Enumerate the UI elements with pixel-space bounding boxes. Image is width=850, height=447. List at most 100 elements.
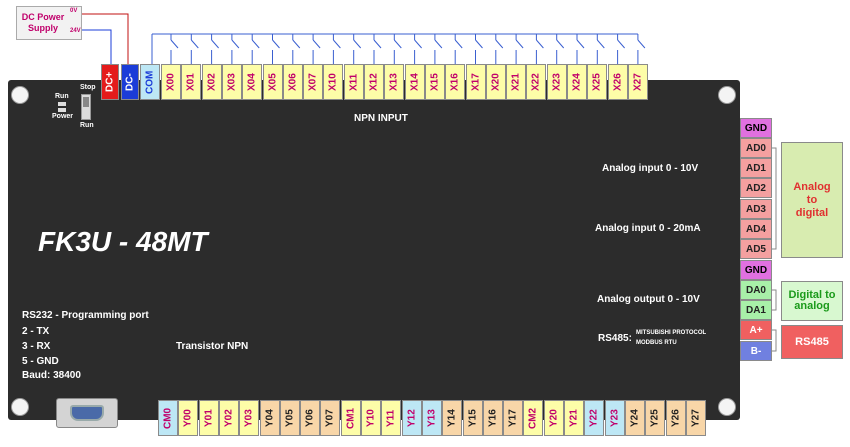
output-terminal-y26[interactable]: Y26 <box>665 400 686 436</box>
rs232-line: 3 - RX <box>22 341 51 352</box>
output-terminal-y00[interactable]: Y00 <box>178 400 199 436</box>
input-terminal-x16[interactable]: X16 <box>445 64 466 100</box>
input-terminal-x12[interactable]: X12 <box>364 64 384 100</box>
input-terminal-x26[interactable]: X26 <box>607 64 628 100</box>
terminal-ad1[interactable]: AD1 <box>740 158 772 178</box>
input-terminal-x03[interactable]: X03 <box>221 64 242 100</box>
output-terminal-y17[interactable]: Y17 <box>503 400 524 436</box>
output-terminal-y01[interactable]: Y01 <box>198 400 219 436</box>
output-terminal-y12[interactable]: Y12 <box>401 400 422 436</box>
input-terminal-x05[interactable]: X05 <box>262 64 283 100</box>
power-led <box>58 108 66 112</box>
input-terminal-x10[interactable]: X10 <box>323 64 344 100</box>
terminal-a-plus[interactable]: A+ <box>740 320 772 340</box>
input-terminal-x27[interactable]: X27 <box>627 64 648 100</box>
input-switch-blade <box>272 39 280 49</box>
terminal-dc-plus[interactable]: DC+ <box>101 64 119 100</box>
terminal-ad5[interactable]: AD5 <box>740 239 772 259</box>
input-switch-blade <box>211 39 219 49</box>
output-terminal-y22[interactable]: Y22 <box>584 400 605 436</box>
output-terminal-y11[interactable]: Y11 <box>381 400 402 436</box>
output-terminal-y07[interactable]: Y07 <box>320 400 341 436</box>
output-terminal-y24[interactable]: Y24 <box>624 400 645 436</box>
db9-port <box>70 405 104 421</box>
input-terminal-x00[interactable]: X00 <box>161 64 181 100</box>
model-title: FK3U - 48MT <box>38 226 208 257</box>
output-terminal-y06[interactable]: Y06 <box>300 400 321 436</box>
terminal-da0[interactable]: DA0 <box>740 280 772 300</box>
terminal-gnd[interactable]: GND <box>740 118 772 138</box>
input-terminal-x14[interactable]: X14 <box>404 64 425 100</box>
input-terminal-x22[interactable]: X22 <box>526 64 547 100</box>
terminal-ad2[interactable]: AD2 <box>740 178 772 198</box>
input-terminal-x01[interactable]: X01 <box>181 64 202 100</box>
db9-connector[interactable] <box>56 398 118 428</box>
terminal-da1[interactable]: DA1 <box>740 300 772 320</box>
output-terminal-y27[interactable]: Y27 <box>685 400 706 436</box>
output-terminal-y02[interactable]: Y02 <box>218 400 239 436</box>
output-terminal-y03[interactable]: Y03 <box>239 400 260 436</box>
input-terminal-x21[interactable]: X21 <box>506 64 527 100</box>
rs485-label: RS485: <box>598 333 632 344</box>
output-terminal-y04[interactable]: Y04 <box>259 400 280 436</box>
input-terminal-x04[interactable]: X04 <box>242 64 263 100</box>
transistor-npn-label: Transistor NPN <box>176 341 249 352</box>
terminal-ad3[interactable]: AD3 <box>740 199 772 219</box>
input-terminal-x20[interactable]: X20 <box>485 64 506 100</box>
output-terminal-y21[interactable]: Y21 <box>564 400 584 436</box>
output-terminal-y20[interactable]: Y20 <box>543 400 564 436</box>
output-terminal-y10[interactable]: Y10 <box>361 400 381 436</box>
input-switch-blade <box>617 39 625 49</box>
output-terminal-y13[interactable]: Y13 <box>421 400 442 436</box>
terminal-dc-minus[interactable]: DC- <box>121 64 139 100</box>
adc-box: Analog to digital <box>781 142 843 258</box>
input-terminal-x07[interactable]: X07 <box>303 64 324 100</box>
input-switch-blade <box>190 39 199 49</box>
output-terminal-cm0[interactable]: CM0 <box>158 400 178 436</box>
input-terminal-x02[interactable]: X02 <box>201 64 222 100</box>
status-run-label: Run <box>55 93 69 100</box>
switch-run-label: Run <box>80 122 94 129</box>
rs485-box: RS485 <box>781 325 843 359</box>
input-switch-blade <box>475 39 483 49</box>
input-terminal-x13[interactable]: X13 <box>384 64 405 100</box>
input-terminal-x25[interactable]: X25 <box>587 64 608 100</box>
input-switch-blade <box>333 39 341 49</box>
input-terminal-x06[interactable]: X06 <box>282 64 303 100</box>
terminal-com[interactable]: COM <box>140 64 160 100</box>
input-switch-blade <box>454 39 463 49</box>
output-terminal-y15[interactable]: Y15 <box>462 400 483 436</box>
terminal-b-minus[interactable]: B- <box>740 341 772 361</box>
input-terminal-x23[interactable]: X23 <box>546 64 567 100</box>
output-terminal-y16[interactable]: Y16 <box>482 400 503 436</box>
run-led <box>58 102 66 106</box>
protocol-mitsubishi: MITSUBISHI PROTOCOL <box>636 330 707 336</box>
power-supply-0v: 0V <box>70 8 78 14</box>
mounting-hole <box>11 398 29 416</box>
input-switch-blade <box>596 39 605 49</box>
run-stop-switch[interactable] <box>81 94 91 120</box>
output-terminal-y23[interactable]: Y23 <box>604 400 625 436</box>
input-switch-blade <box>576 39 585 49</box>
output-terminal-cm1[interactable]: CM1 <box>340 400 361 436</box>
switch-knob <box>83 97 89 107</box>
input-switch-blade <box>393 39 402 49</box>
output-terminal-y14[interactable]: Y14 <box>442 400 463 436</box>
dac-box-bracket <box>772 289 777 311</box>
terminal-ad4[interactable]: AD4 <box>740 219 772 239</box>
input-terminal-x17[interactable]: X17 <box>465 64 486 100</box>
terminal-gnd[interactable]: GND <box>740 260 772 280</box>
protocol-modbus: MODBUS RTU <box>636 340 677 346</box>
power-supply-24v: 24V <box>70 28 81 34</box>
switch-stop-label: Stop <box>80 84 96 91</box>
rs485-box-label: RS485 <box>795 336 829 348</box>
input-switch-blade <box>231 39 240 49</box>
output-terminal-y25[interactable]: Y25 <box>645 400 666 436</box>
output-terminal-cm2[interactable]: CM2 <box>523 400 544 436</box>
input-terminal-x24[interactable]: X24 <box>567 64 587 100</box>
terminal-ad0[interactable]: AD0 <box>740 138 772 158</box>
input-switch-blade <box>556 39 565 49</box>
input-terminal-x11[interactable]: X11 <box>343 64 364 100</box>
input-terminal-x15[interactable]: X15 <box>424 64 445 100</box>
output-terminal-y05[interactable]: Y05 <box>279 400 300 436</box>
